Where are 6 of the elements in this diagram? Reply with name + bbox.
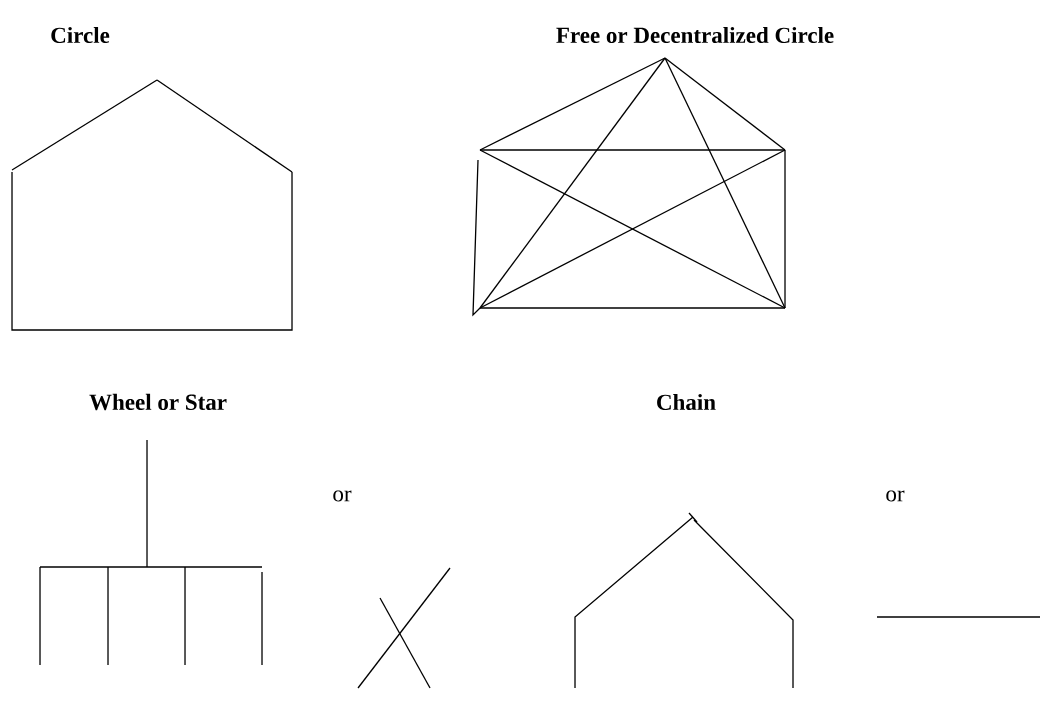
network-title: Wheel or Star <box>89 393 227 411</box>
network-title: Chain <box>657 393 716 411</box>
or-word: or <box>886 490 905 502</box>
network-title: Circle <box>51 26 110 44</box>
network-title: Free or Decentralized Circle <box>556 26 834 44</box>
or-word: or <box>333 490 352 502</box>
